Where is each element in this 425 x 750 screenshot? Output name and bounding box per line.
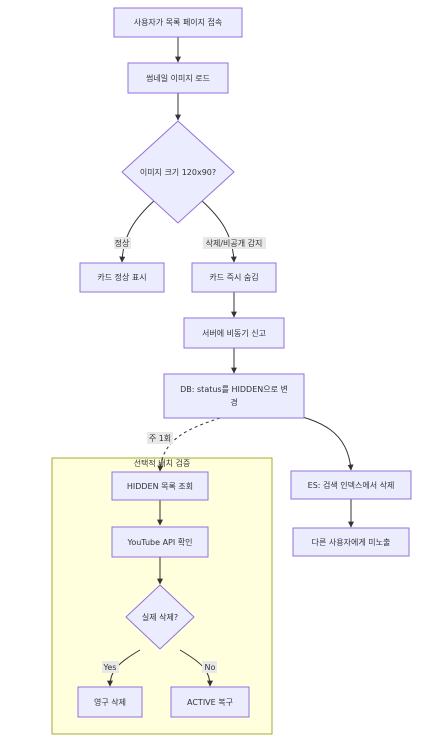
node-not-exposed-label: 다른 사용자에게 미노출 xyxy=(312,537,391,547)
edge-db-to-hiddenlist xyxy=(157,417,221,472)
node-restore-label: ACTIVE 복구 xyxy=(187,698,233,707)
node-really-deleted-label: 실제 삭제? xyxy=(142,612,178,622)
node-report-label: 서버에 비동기 신고 xyxy=(202,328,266,338)
node-size-check-label: 이미지 크기 120x90? xyxy=(140,167,216,177)
edge-label-weekly-bg xyxy=(147,432,173,444)
node-db-update-label-2: 경 xyxy=(230,397,237,407)
node-es-delete xyxy=(290,470,412,500)
edge-label-no: No xyxy=(205,663,216,672)
node-db-update-label-1: DB: status를 HIDDEN으로 변 xyxy=(180,384,288,394)
edge-label-no-bg xyxy=(202,661,217,673)
node-perm-delete xyxy=(77,686,143,718)
node-access xyxy=(113,7,243,38)
edge-db-to-es xyxy=(281,411,354,471)
node-load-thumbnail xyxy=(127,62,229,94)
edge-label-deleted-private: 삭제/비공개 감지 xyxy=(206,238,263,248)
edge-label-yes: Yes xyxy=(103,663,117,672)
node-hide-card-label: 카드 즉시 숨김 xyxy=(209,272,258,282)
node-not-exposed xyxy=(292,527,410,557)
node-really-deleted xyxy=(125,584,195,650)
node-show-normal xyxy=(79,262,165,293)
node-show-normal-label: 카드 정상 표시 xyxy=(97,272,146,282)
node-youtube-api xyxy=(111,526,209,558)
node-youtube-api-label: YouTube API 확인 xyxy=(127,537,193,547)
node-load-thumbnail-label: 썸네일 이미지 로드 xyxy=(146,73,210,83)
node-db-update xyxy=(163,373,305,419)
node-hide-card xyxy=(191,262,277,293)
edge-label-normal-bg xyxy=(114,237,131,249)
edge-label-deleted-bg xyxy=(203,237,266,249)
node-es-delete-label: ES: 검색 인덱스에서 삭제 xyxy=(308,480,395,490)
edge-label-normal: 정상 xyxy=(115,238,130,248)
cluster-title: 선택적 배치 검증 xyxy=(134,458,191,468)
node-hidden-list-label: HIDDEN 목록 조회 xyxy=(127,482,193,491)
node-perm-delete-label: 영구 삭제 xyxy=(94,697,126,707)
edge-label-weekly: 주 1회 xyxy=(149,434,171,443)
node-restore xyxy=(170,686,250,718)
node-size-check xyxy=(121,120,235,224)
edge-label-yes-bg xyxy=(102,661,119,673)
node-hidden-list xyxy=(111,471,209,501)
node-report xyxy=(183,317,285,349)
edge-check-to-hide xyxy=(200,199,237,263)
edge-check-to-normal xyxy=(119,199,156,263)
node-access-label: 사용자가 목록 페이지 접속 xyxy=(134,17,223,27)
